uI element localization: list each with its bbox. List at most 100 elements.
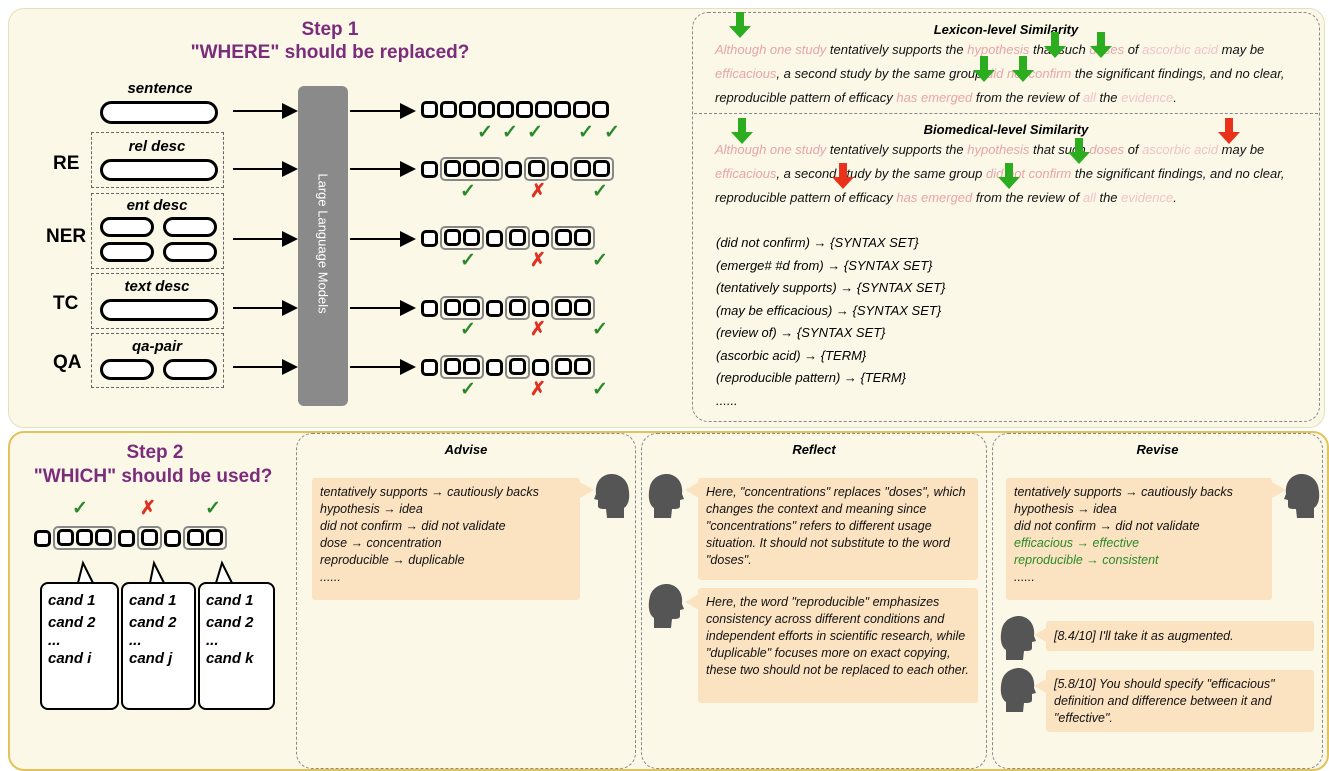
candidate-box-2: cand 1 cand 2 ... cand j [121, 582, 196, 710]
feedback-bubble-2: [5.8/10] You should specify "efficacious… [1046, 670, 1314, 732]
check-mark: ✓ [72, 498, 88, 519]
candidate-item: cand 2 [206, 614, 254, 631]
paragraph-text: the significant findings, and no clear, … [715, 166, 1285, 205]
revise-line: did not confirm → did not validate [1014, 519, 1200, 533]
step1-question: "WHERE" should be replaced? [190, 42, 470, 63]
highlighted-phrase: efficacious [715, 66, 777, 81]
highlighted-phrase: hypothesis [967, 142, 1030, 157]
paragraph-text: the significant findings, and no clear, … [715, 66, 1285, 105]
candidate-box-3: cand 1 cand 2 ... cand k [198, 582, 275, 710]
green-arrow-icon [729, 12, 751, 38]
revise-title: Revise [1136, 442, 1179, 457]
head-icon [648, 584, 684, 628]
paragraph-text: tentatively supports the [826, 42, 968, 57]
advise-line: ...... [320, 570, 341, 584]
bubble-tail [685, 482, 699, 498]
green-arrow-icon [973, 56, 995, 82]
paragraph-text: from the review of [972, 90, 1083, 105]
re-desc-pill [100, 159, 218, 181]
paragraph-text: the [1095, 190, 1122, 205]
bubble-tail [1034, 627, 1048, 643]
head-icon [1000, 616, 1036, 660]
check-mark: ✓ [604, 122, 620, 143]
task-ner-label: NER [46, 226, 87, 247]
candidate-item: ... [48, 632, 61, 649]
similarity-panel [692, 12, 1320, 422]
check-mark: ✓ [460, 250, 476, 271]
paragraph-text: , a second study by the same group [776, 66, 986, 81]
paragraph-text: tentatively supports the [826, 142, 968, 157]
check-mark: ✓ [592, 319, 608, 340]
advise-line: tentatively supports → cautiously backs [320, 485, 539, 499]
sentence-pill [100, 101, 218, 124]
ner-desc-label: ent desc [126, 197, 188, 214]
qa-pill-1 [100, 359, 154, 380]
similarity-arrows [729, 12, 1240, 189]
highlighted-phrase: ascorbic acid [1142, 142, 1219, 157]
advise-line: hypothesis → idea [320, 502, 423, 516]
lexicon-title: Lexicon-level Similarity [933, 22, 1079, 37]
check-mark: ✓ [460, 319, 476, 340]
check-mark: ✓ [460, 379, 476, 400]
highlighted-phrase: hypothesis [967, 42, 1030, 57]
revise-line-changed: reproducible → consistent [1014, 553, 1159, 567]
highlighted-phrase: evidence [1121, 90, 1174, 105]
candidate-box-1: cand 1 cand 2 ... cand i [40, 582, 119, 710]
tc-desc-pill [100, 299, 218, 321]
head-icon [1284, 474, 1320, 518]
paragraph-text: the [1095, 90, 1122, 105]
candidate-item: cand 2 [129, 614, 177, 631]
green-arrow-icon [731, 118, 753, 144]
highlighted-phrase: all [1082, 190, 1096, 205]
step2-title: Step 2 [126, 442, 184, 463]
check-mark: ✓ [578, 122, 594, 143]
check-mark: ✓ [502, 122, 518, 143]
token-row-step2 [34, 526, 229, 550]
sentence-label: sentence [127, 80, 193, 97]
mapping-item: ...... [716, 392, 738, 408]
candidate-item: cand 1 [129, 592, 177, 609]
advise-column [296, 433, 636, 769]
bubble-tail [1272, 482, 1286, 498]
check-mark: ✓ [477, 122, 493, 143]
revise-line: hypothesis → idea [1014, 502, 1117, 516]
head-icon [594, 474, 630, 518]
cross-mark: ✗ [140, 498, 156, 519]
paragraph-text: of [1124, 42, 1143, 57]
green-arrow-icon [1012, 56, 1034, 82]
red-arrow-icon [832, 163, 854, 189]
paragraph-text: may be [1218, 142, 1265, 157]
token-row-sentence [421, 101, 611, 119]
revise-line: tentatively supports → cautiously backs [1014, 485, 1233, 499]
advise-bubble: tentatively supports → cautiously backs … [312, 478, 580, 600]
mapping-item: (review of) → {SYNTAX SET} [716, 325, 886, 340]
check-mark: ✓ [205, 498, 221, 519]
advise-line: reproducible → duplicable [320, 553, 465, 567]
red-arrow-icon [1218, 118, 1240, 144]
re-desc-label: rel desc [128, 138, 186, 155]
step1-arrows [233, 103, 416, 375]
token-row-re [421, 157, 616, 181]
cross-mark: ✗ [530, 181, 546, 202]
check-mark: ✓ [460, 181, 476, 202]
check-mark: ✓ [592, 379, 608, 400]
ner-pill-2 [163, 217, 217, 237]
check-mark: ✓ [592, 181, 608, 202]
revise-line-changed: efficacious → effective [1014, 536, 1140, 550]
candidate-item: cand 2 [48, 614, 96, 631]
advise-line: dose → concentration [320, 536, 442, 550]
qa-pill-2 [163, 359, 217, 380]
feedback-bubble-1: [8.4/10] I'll take it as augmented. [1046, 621, 1314, 651]
mapping-item: (reproducible pattern) → {TERM} [716, 370, 907, 385]
reflect-bubble-2: Here, the word "reproducible" emphasizes… [698, 588, 978, 703]
candidate-item: ... [129, 632, 142, 649]
paragraph-text: from the review of [972, 190, 1083, 205]
reflect-title: Reflect [792, 442, 836, 457]
cross-mark: ✗ [530, 319, 546, 340]
reflect-bubble-1: Here, "concentrations" replaces "doses",… [698, 478, 978, 580]
ner-pill-3 [100, 242, 154, 262]
highlighted-phrase: ascorbic acid [1142, 42, 1219, 57]
re-desc-box [91, 132, 224, 188]
task-qa-label: QA [53, 352, 82, 373]
ner-pill-1 [100, 217, 154, 237]
